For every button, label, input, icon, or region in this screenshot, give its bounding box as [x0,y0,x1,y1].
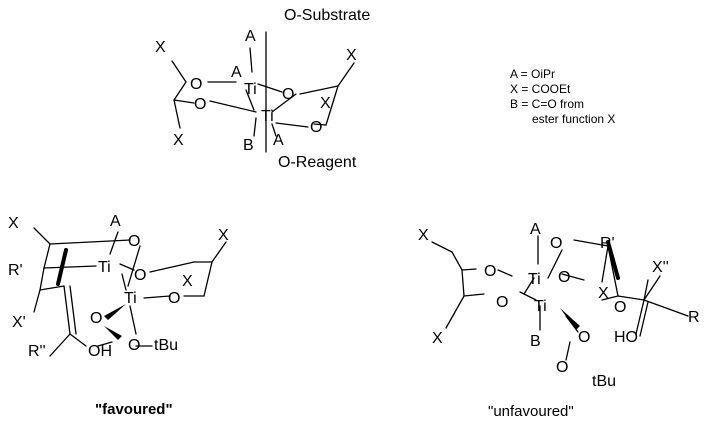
ho-label: HO [614,329,638,346]
ti-label: Ti [261,108,274,125]
r-prime-label: R' [8,262,23,279]
o-label: O [128,337,140,354]
r-prime-label: R' [600,235,615,252]
b-label: B [243,137,254,154]
legend-b: B = C=O from [510,97,584,111]
x-label: X [598,285,609,302]
x-label: X [432,330,443,347]
ti-label: Ti [534,298,547,315]
x-label: X [155,39,166,56]
unfavoured-structure: X X O O A O Ti O Ti B R' X'' X O R HO O … [418,221,700,420]
o-label: O [556,359,568,376]
x-prime-label: X' [12,314,26,331]
o-label: O [168,290,180,307]
x-label: X [218,227,229,244]
a-label: A [273,132,284,149]
o-label: O [578,329,590,346]
o-label: O [496,294,508,311]
o-label: O [190,76,202,93]
unfavoured-caption: "unfavoured" [488,403,574,420]
legend-x: X = COOEt [510,82,571,96]
o-label: O [282,86,294,103]
x-label: X [182,273,193,290]
o-label: O [134,267,146,284]
reagent-label: O-Reagent [278,154,357,171]
oh-label: OH [88,343,112,360]
o-label: O [558,269,570,286]
o-label: O [550,235,562,252]
o-label: O [90,310,102,327]
r-dprime-label: R'' [28,343,46,360]
r-label: R [688,309,700,326]
a-label: A [231,64,242,81]
top-complex: O-Substrate O-Reagent A A Ti Ti O O O O … [155,7,370,171]
x-dprime-label: X'' [652,259,669,276]
ti-label: Ti [98,259,111,276]
o-label: O [128,233,140,250]
o-label: O [614,299,626,316]
ti-label: Ti [528,271,541,288]
ti-label: Ti [244,81,257,98]
x-label: X [173,132,184,149]
x-label: X [8,215,19,232]
x-label: X [346,47,357,64]
tbu-label: tBu [154,337,178,354]
favoured-caption: "favoured" [95,401,173,418]
o-label: O [310,119,322,136]
substrate-label: O-Substrate [284,7,370,24]
ti-label: Ti [124,290,137,307]
a-label: A [530,221,541,238]
legend: A = OiPr X = COOEt B = C=O from ester fu… [510,67,615,126]
legend-a: A = OiPr [510,67,555,81]
a-label: A [245,28,256,45]
legend-b-cont: ester function X [532,112,615,126]
x-label: X [418,227,429,244]
favoured-structure: X R' X' R'' A O Ti O Ti O O OH tBu X O X… [8,213,229,418]
o-label: O [194,96,206,113]
a-label: A [110,213,121,230]
o-label: O [484,263,496,280]
x-label: X [320,95,331,112]
b-label: B [530,333,541,350]
tbu-label: tBu [592,373,616,390]
